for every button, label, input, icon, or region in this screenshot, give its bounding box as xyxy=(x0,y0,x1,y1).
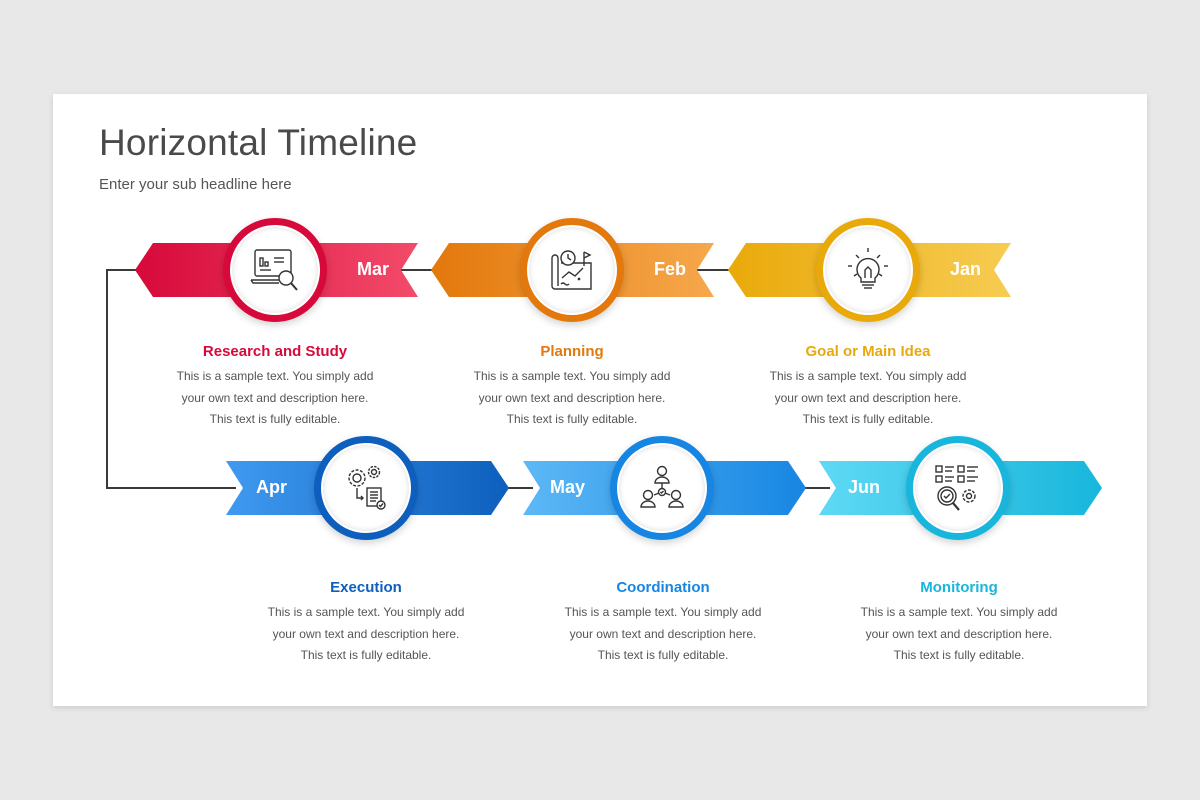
gears-document-icon xyxy=(348,465,386,510)
desc-line: This text is fully editable. xyxy=(209,412,341,426)
step-title: Planning xyxy=(540,343,604,360)
step-title: Coordination xyxy=(616,579,710,596)
page-title: Horizontal Timeline xyxy=(99,122,418,163)
desc-line: This is a sample text. You simply add xyxy=(769,369,967,383)
step-description-coordination: Coordination This is a sample text. You … xyxy=(543,579,783,667)
slide: Horizontal Timeline Enter your sub headl… xyxy=(53,94,1147,706)
desc-line: This text is fully editable. xyxy=(506,412,638,426)
month-label: May xyxy=(550,477,586,497)
month-label: Apr xyxy=(256,477,287,497)
step-description-monitoring: Monitoring This is a sample text. You si… xyxy=(839,579,1079,667)
connector-line-may-jun xyxy=(800,487,830,489)
lightbulb-icon xyxy=(848,248,888,289)
step-description-execution: Execution This is a sample text. You sim… xyxy=(246,579,486,667)
map-plan-clock-flag-icon xyxy=(551,250,592,290)
page-subtitle: Enter your sub headline here xyxy=(99,176,292,193)
step-description-planning: Planning This is a sample text. You simp… xyxy=(452,343,692,431)
step-description-research: Research and Study This is a sample text… xyxy=(155,343,395,431)
connector-line-left-vertical xyxy=(106,269,108,489)
desc-line: This text is fully editable. xyxy=(300,648,432,662)
step-title: Execution xyxy=(330,579,402,596)
month-label: Jun xyxy=(848,477,881,497)
connector-line-bottom-left xyxy=(106,487,236,489)
icon-circle-may xyxy=(610,436,714,540)
desc-line: your own text and description here. xyxy=(181,390,369,405)
month-label: Jan xyxy=(950,259,982,279)
team-network-icon xyxy=(640,465,684,508)
icon-circle-feb xyxy=(520,218,624,322)
icon-circle-jan xyxy=(816,218,920,322)
month-label: Feb xyxy=(654,259,687,279)
desc-line: your own text and description here. xyxy=(478,390,666,405)
desc-line: This text is fully editable. xyxy=(802,412,934,426)
desc-line: This is a sample text. You simply add xyxy=(860,605,1058,619)
laptop-analytics-search-icon xyxy=(250,249,298,291)
connector-line-top-left xyxy=(106,269,136,271)
desc-line: This text is fully editable. xyxy=(597,648,729,662)
connector-line-apr-may xyxy=(503,487,533,489)
desc-line: your own text and description here. xyxy=(865,626,1053,641)
desc-line: This is a sample text. You simply add xyxy=(176,369,374,383)
desc-line: This is a sample text. You simply add xyxy=(473,369,671,383)
desc-line: your own text and description here. xyxy=(774,390,962,405)
desc-line: your own text and description here. xyxy=(272,626,460,641)
month-label: Mar xyxy=(357,259,390,279)
connector-line-feb-jan xyxy=(695,269,733,271)
icon-circle-apr xyxy=(314,436,418,540)
step-description-goal: Goal or Main Idea This is a sample text.… xyxy=(748,343,988,431)
icon-circle-mar xyxy=(223,218,327,322)
icon-circle-jun xyxy=(906,436,1010,540)
step-title: Research and Study xyxy=(202,343,348,360)
step-title: Goal or Main Idea xyxy=(805,343,931,360)
connector-line-mar-feb xyxy=(398,269,438,271)
checklist-search-gear-icon xyxy=(935,465,978,511)
desc-line: your own text and description here. xyxy=(569,626,757,641)
desc-line: This is a sample text. You simply add xyxy=(267,605,465,619)
desc-line: This text is fully editable. xyxy=(893,648,1025,662)
desc-line: This is a sample text. You simply add xyxy=(564,605,762,619)
step-title: Monitoring xyxy=(920,579,998,596)
